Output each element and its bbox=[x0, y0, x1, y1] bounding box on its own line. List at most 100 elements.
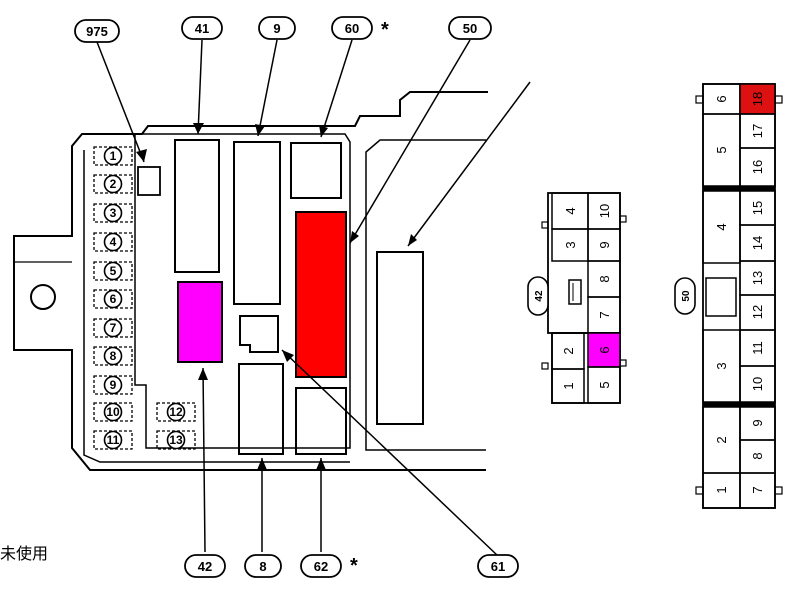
callout-oval bbox=[331, 16, 373, 40]
callout-9: 9 bbox=[258, 16, 296, 40]
connector-tag-label: 50 bbox=[681, 290, 692, 302]
fuse-number-circle bbox=[103, 232, 123, 252]
arrow-41 bbox=[193, 123, 204, 134]
connector-50-tag: 50 bbox=[674, 277, 696, 315]
connector-tag-oval bbox=[674, 277, 696, 315]
thick-divider bbox=[740, 402, 775, 407]
pin-label-1: 1 bbox=[714, 486, 729, 493]
callout-60: 60 * bbox=[331, 16, 389, 41]
side-tab bbox=[695, 486, 704, 495]
fuse-slot-9: 9 bbox=[93, 375, 133, 395]
fuse-number-circle bbox=[103, 146, 123, 166]
pin-cell-blank bbox=[705, 277, 737, 317]
connector-tag-oval bbox=[527, 276, 549, 316]
pin-cell-18 bbox=[739, 83, 776, 115]
fuse-number: 2 bbox=[110, 177, 117, 191]
fuse-number: 4 bbox=[110, 235, 117, 249]
pin-label-4: 4 bbox=[714, 223, 729, 230]
callout-oval bbox=[448, 16, 492, 40]
pin-label-9: 9 bbox=[750, 419, 765, 426]
fuse-number: 13 bbox=[169, 433, 183, 447]
pin-cell-1 bbox=[551, 368, 585, 404]
connector-42-tag: 42 bbox=[527, 276, 549, 316]
callout-label: 975 bbox=[86, 24, 108, 39]
side-tab bbox=[695, 95, 704, 104]
arrow-8 bbox=[257, 458, 267, 470]
pin-label-7: 7 bbox=[597, 311, 612, 318]
mounting-hole bbox=[30, 284, 56, 310]
pin-label-5: 5 bbox=[714, 146, 729, 153]
pin-label-4: 4 bbox=[563, 207, 578, 214]
housing-right-section bbox=[365, 139, 486, 451]
callout-50: 50 bbox=[448, 16, 492, 40]
arrow-9 bbox=[255, 124, 265, 136]
relay-60-socket-top bbox=[290, 142, 342, 199]
fuse-slot-7: 7 bbox=[93, 318, 133, 338]
unused-note: 未使用 bbox=[0, 544, 49, 563]
arrow-50-a bbox=[350, 231, 359, 243]
leader-61 bbox=[281, 349, 499, 557]
callout-8: 8 bbox=[244, 554, 282, 578]
fuse-number-circle bbox=[103, 261, 123, 281]
side-tab bbox=[541, 362, 549, 370]
fuse-slot-5: 5 bbox=[93, 261, 133, 281]
relay-62-socket bbox=[295, 387, 347, 455]
relay-50-socket bbox=[376, 251, 424, 425]
connector-50 bbox=[695, 83, 783, 509]
connector-42-labels: 4 3 10 9 8 7 2 1 6 5 bbox=[561, 204, 612, 390]
fuse-number-circle bbox=[103, 318, 123, 338]
fuse-number: 3 bbox=[110, 206, 117, 220]
callout-oval bbox=[244, 554, 282, 578]
relay-sockets bbox=[174, 139, 424, 455]
pin-label-15: 15 bbox=[750, 201, 765, 215]
arrow-50-b bbox=[408, 234, 417, 246]
fuse-slot-12: 12 bbox=[156, 402, 196, 422]
fuse-slot-11: 11 bbox=[93, 430, 133, 450]
fuse-number: 1 bbox=[110, 149, 117, 163]
arrow-42 bbox=[198, 368, 208, 380]
callout-61: 61 bbox=[477, 554, 519, 578]
small-square-socket bbox=[137, 166, 161, 196]
pin-label-12: 12 bbox=[750, 305, 765, 319]
asterisk-mark: * bbox=[381, 19, 389, 41]
relay-8-socket bbox=[238, 363, 284, 455]
fuse-number-circle bbox=[103, 375, 123, 395]
pin-label-17: 17 bbox=[750, 124, 765, 138]
fuse-number: 12 bbox=[169, 405, 183, 419]
callout-label: 8 bbox=[259, 559, 266, 574]
relay-41-socket bbox=[174, 139, 220, 273]
callout-oval bbox=[181, 16, 223, 40]
housing-outer-outline bbox=[13, 91, 488, 471]
leader-975 bbox=[96, 41, 145, 163]
fuse-slot-6: 6 bbox=[93, 289, 133, 309]
leader-lines bbox=[96, 39, 531, 557]
callout-label: 42 bbox=[198, 559, 212, 574]
leader-arrowheads bbox=[136, 123, 417, 470]
connector-42 bbox=[541, 192, 627, 404]
leader-60 bbox=[320, 39, 353, 138]
thick-divider bbox=[703, 186, 740, 191]
side-tab bbox=[619, 359, 627, 367]
fuse-number: 10 bbox=[106, 405, 120, 419]
side-tab bbox=[774, 95, 783, 104]
arrow-61 bbox=[282, 350, 294, 362]
pin-label-2: 2 bbox=[561, 347, 576, 354]
pin-label-5: 5 bbox=[597, 381, 612, 388]
pin-label-14: 14 bbox=[750, 236, 765, 250]
fuse-number: 6 bbox=[110, 292, 117, 306]
pin-label-8: 8 bbox=[597, 275, 612, 282]
callout-label: 62 bbox=[314, 559, 328, 574]
pin-label-11: 11 bbox=[750, 341, 765, 355]
side-tab bbox=[541, 221, 549, 229]
pin-cell-6 bbox=[587, 332, 621, 368]
fuse-number: 7 bbox=[110, 321, 117, 335]
callout-42: 42 bbox=[184, 554, 226, 578]
arrow-975 bbox=[136, 149, 147, 162]
pin-label-7: 7 bbox=[750, 486, 765, 493]
asterisk-mark: * bbox=[350, 555, 358, 577]
callout-oval bbox=[477, 554, 519, 578]
callout-oval bbox=[300, 554, 342, 578]
arrow-60 bbox=[319, 125, 328, 137]
pin-label-1: 1 bbox=[561, 382, 576, 389]
pin-label-2: 2 bbox=[714, 436, 729, 443]
